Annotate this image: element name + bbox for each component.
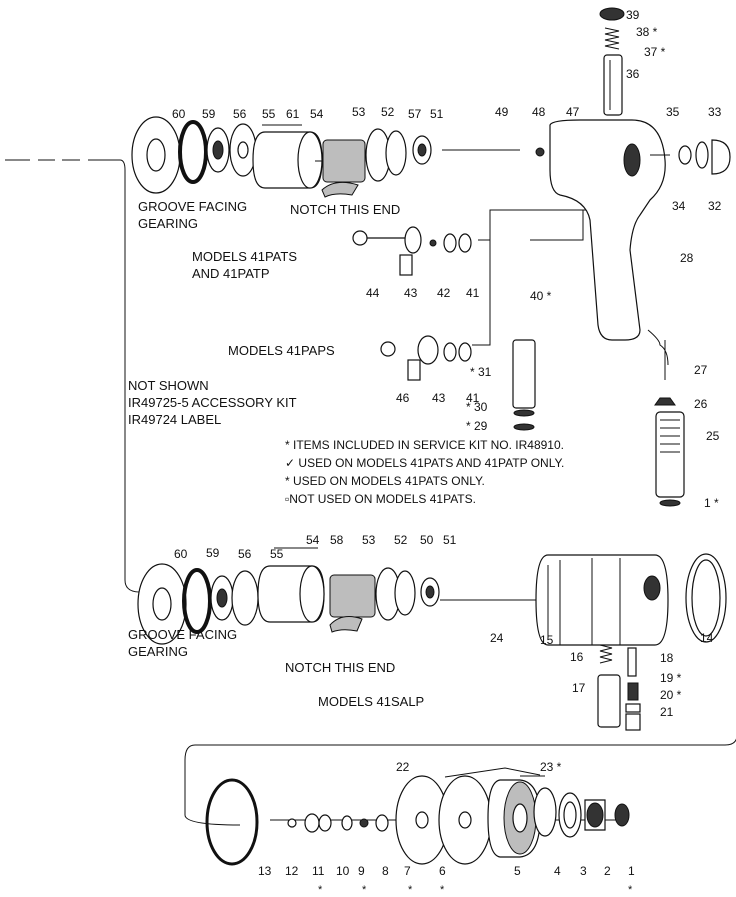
part-label-43-mid: 43 <box>432 391 446 405</box>
top-assembly <box>131 7 731 507</box>
part-label-43-top: 43 <box>404 286 418 300</box>
part-label-51-top: 51 <box>430 107 444 121</box>
part-label-29: * 29 <box>466 419 488 433</box>
part-label-59-top: 59 <box>202 107 216 121</box>
part-label-61: 61 <box>286 107 300 121</box>
part-label-2: 2 <box>604 864 611 878</box>
notch-caption-mid: NOTCH THIS END <box>285 660 396 675</box>
part-label-22: 22 <box>396 760 410 774</box>
part-label-51-mid: 51 <box>443 533 457 547</box>
part-label-36: 36 <box>626 67 640 81</box>
square-icon: ▫ <box>285 492 290 506</box>
part-label-54-mid: 54 <box>306 533 320 547</box>
part-label-27: 27 <box>694 363 708 377</box>
part-label-38: 38 * <box>636 25 658 39</box>
legend-pats-only: * USED ON MODELS 41PATS ONLY. <box>285 474 485 488</box>
part-label-8: 8 <box>382 864 389 878</box>
accessory-kit-caption: IR49725-5 ACCESSORY KIT <box>128 395 297 410</box>
part-label-15: 15 <box>540 633 554 647</box>
part-label-40: 40 * <box>530 289 552 303</box>
kit-star: * <box>440 884 445 896</box>
part-label-35: 35 <box>666 105 680 119</box>
gearing-caption-top: GEARING <box>138 216 198 231</box>
label-caption: IR49724 LABEL <box>128 412 222 427</box>
kit-star: * <box>318 884 323 896</box>
part-label-20: 20 * <box>660 688 682 702</box>
part-label-58: 58 <box>330 533 344 547</box>
part-label-12: 12 <box>285 864 299 878</box>
middle-assembly <box>137 547 727 731</box>
kit-star: * <box>408 884 413 896</box>
part-label-13: 13 <box>258 864 272 878</box>
notch-caption-top: NOTCH THIS END <box>290 202 401 217</box>
part-label-21: 21 <box>660 705 674 719</box>
part-label-4: 4 <box>554 864 561 878</box>
legend-not-pats: ▫NOT USED ON MODELS 41PATS. <box>285 492 476 506</box>
part-label-60-top: 60 <box>172 107 186 121</box>
part-label-37: 37 * <box>644 45 666 59</box>
not-shown-caption: NOT SHOWN <box>128 378 209 393</box>
part-label-50: 50 <box>420 533 434 547</box>
groove-facing-caption-top: GROOVE FACING <box>138 199 248 214</box>
gearing-caption-mid: GEARING <box>128 644 188 659</box>
part-label-60-mid: 60 <box>174 547 188 561</box>
part-label-30: * 30 <box>466 400 488 414</box>
part-label-41-mid: 41 <box>466 391 480 405</box>
models-41salp-caption: MODELS 41SALP <box>318 694 425 709</box>
models-41pats-caption: MODELS 41PATS <box>192 249 297 264</box>
part-label-14: 14 <box>700 631 714 645</box>
part-label-26: 26 <box>694 397 708 411</box>
part-label-10: 10 <box>336 864 350 878</box>
legend-pats-patp-only: ✓ USED ON MODELS 41PATS AND 41PATP ONLY. <box>285 456 565 470</box>
part-label-25: 25 <box>706 429 720 443</box>
part-label-56-mid: 56 <box>238 547 252 561</box>
part-label-23: 23 * <box>540 760 562 774</box>
part-label-55-mid: 55 <box>270 547 284 561</box>
part-label-53-mid: 53 <box>362 533 376 547</box>
part-label-28: 28 <box>680 251 694 265</box>
part-label-39: 39 <box>626 8 640 22</box>
part-label-24: 24 <box>490 631 504 645</box>
part-label-54-top: 54 <box>310 107 324 121</box>
part-label-46: 46 <box>396 391 410 405</box>
models-41paps-caption: MODELS 41PAPS <box>228 343 335 358</box>
part-label-44: 44 <box>366 286 380 300</box>
groove-facing-caption-mid: GROOVE FACING <box>128 627 238 642</box>
part-label-56-top: 56 <box>233 107 247 121</box>
part-label-53-top: 53 <box>352 105 366 119</box>
part-label-32: 32 <box>708 199 722 213</box>
legend-service-kit: * ITEMS INCLUDED IN SERVICE KIT NO. IR48… <box>285 438 564 452</box>
part-label-3: 3 <box>580 864 587 878</box>
part-label-5: 5 <box>514 864 521 878</box>
part-label-34: 34 <box>672 199 686 213</box>
part-label-42: 42 <box>437 286 451 300</box>
part-label-52-mid: 52 <box>394 533 408 547</box>
part-label-1-top: 1 * <box>704 496 719 510</box>
part-label-55-top: 55 <box>262 107 276 121</box>
bottom-assembly <box>205 767 630 866</box>
check-icon: ✓ <box>285 456 296 470</box>
part-label-19: 19 * <box>660 671 682 685</box>
part-label-52-top: 52 <box>381 105 395 119</box>
part-label-7: 7 <box>404 864 411 878</box>
models-41patp-caption: AND 41PATP <box>192 266 270 281</box>
part-label-6: 6 <box>439 864 446 878</box>
part-label-47: 47 <box>566 105 580 119</box>
part-label-48: 48 <box>532 105 546 119</box>
part-label-1-bottom: 1 <box>628 864 635 878</box>
part-label-18: 18 <box>660 651 674 665</box>
part-label-31: * 31 <box>470 365 492 379</box>
kit-star: * <box>628 884 633 896</box>
part-label-57: 57 <box>408 107 422 121</box>
part-label-11: 11 <box>312 864 325 878</box>
part-label-41-top: 41 <box>466 286 480 300</box>
kit-star: * <box>362 884 367 896</box>
part-label-49: 49 <box>495 105 509 119</box>
part-label-9: 9 <box>358 864 365 878</box>
part-label-59-mid: 59 <box>206 546 220 560</box>
part-label-16: 16 <box>570 650 584 664</box>
part-label-17: 17 <box>572 681 586 695</box>
part-label-33: 33 <box>708 105 722 119</box>
